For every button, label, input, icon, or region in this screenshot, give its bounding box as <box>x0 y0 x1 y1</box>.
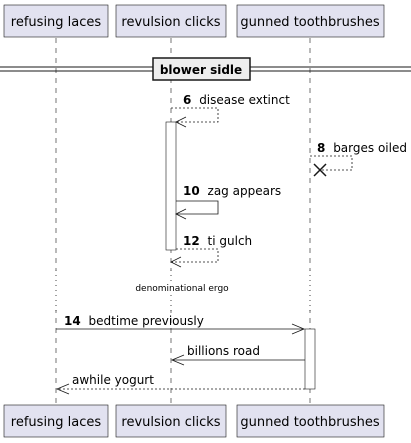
participant-label: revulsion clicks <box>121 15 220 30</box>
participant-refusing-laces-top: refusing laces <box>3 4 109 38</box>
message-number: 8 <box>317 141 325 155</box>
message-10: 10 zag appears <box>175 184 281 220</box>
svg-text:8 barges oiled: 8 barges oiled <box>317 141 407 155</box>
participant-label: gunned toothbrushes <box>240 15 380 30</box>
message-label: awhile yogurt <box>72 373 154 387</box>
message-number: 12 <box>183 234 200 248</box>
message-label: barges oiled <box>333 141 407 155</box>
destroy-icon <box>313 163 327 177</box>
message-label: ti gulch <box>208 234 253 248</box>
message-6: 6 disease extinct <box>171 93 290 128</box>
svg-text:10 zag appears: 10 zag appears <box>183 184 281 198</box>
message-label: zag appears <box>208 184 282 198</box>
message-label: disease extinct <box>199 93 290 107</box>
message-14: 14 bedtime previously <box>56 314 306 335</box>
divider: blower sidle <box>0 57 411 81</box>
participant-gunned-toothbrushes-top: gunned toothbrushes <box>236 4 385 38</box>
svg-text:6 disease extinct: 6 disease extinct <box>183 93 290 107</box>
participant-revulsion-clicks-top: revulsion clicks <box>115 4 227 38</box>
message-12: 12 ti gulch <box>170 234 252 268</box>
message-label: bedtime previously <box>89 314 204 328</box>
participant-label: refusing laces <box>11 15 102 30</box>
message-billions-road: billions road <box>170 344 305 366</box>
participant-revulsion-clicks-bottom: revulsion clicks <box>115 404 227 438</box>
message-8: 8 barges oiled <box>310 141 407 177</box>
message-number: 6 <box>183 93 191 107</box>
svg-text:12 ti gulch: 12 ti gulch <box>183 234 252 248</box>
message-label: billions road <box>187 344 260 358</box>
message-number: 10 <box>183 184 200 198</box>
svg-text:14 bedtime previously: 14 bedtime previously <box>64 314 204 328</box>
participant-gunned-toothbrushes-bottom: gunned toothbrushes <box>236 404 385 438</box>
divider-label: blower sidle <box>160 63 242 77</box>
delay: denominational ergo <box>40 270 330 312</box>
message-number: 14 <box>64 314 81 328</box>
activation-bar-revulsion <box>165 121 177 251</box>
participant-label: revulsion clicks <box>121 415 220 430</box>
participant-label: refusing laces <box>11 415 102 430</box>
participant-refusing-laces-bottom: refusing laces <box>3 404 109 438</box>
message-awhile-yogurt: awhile yogurt <box>55 373 305 395</box>
participant-label: gunned toothbrushes <box>240 415 380 430</box>
delay-label: denominational ergo <box>135 284 229 294</box>
activation-bar-toothbrushes <box>304 328 316 390</box>
